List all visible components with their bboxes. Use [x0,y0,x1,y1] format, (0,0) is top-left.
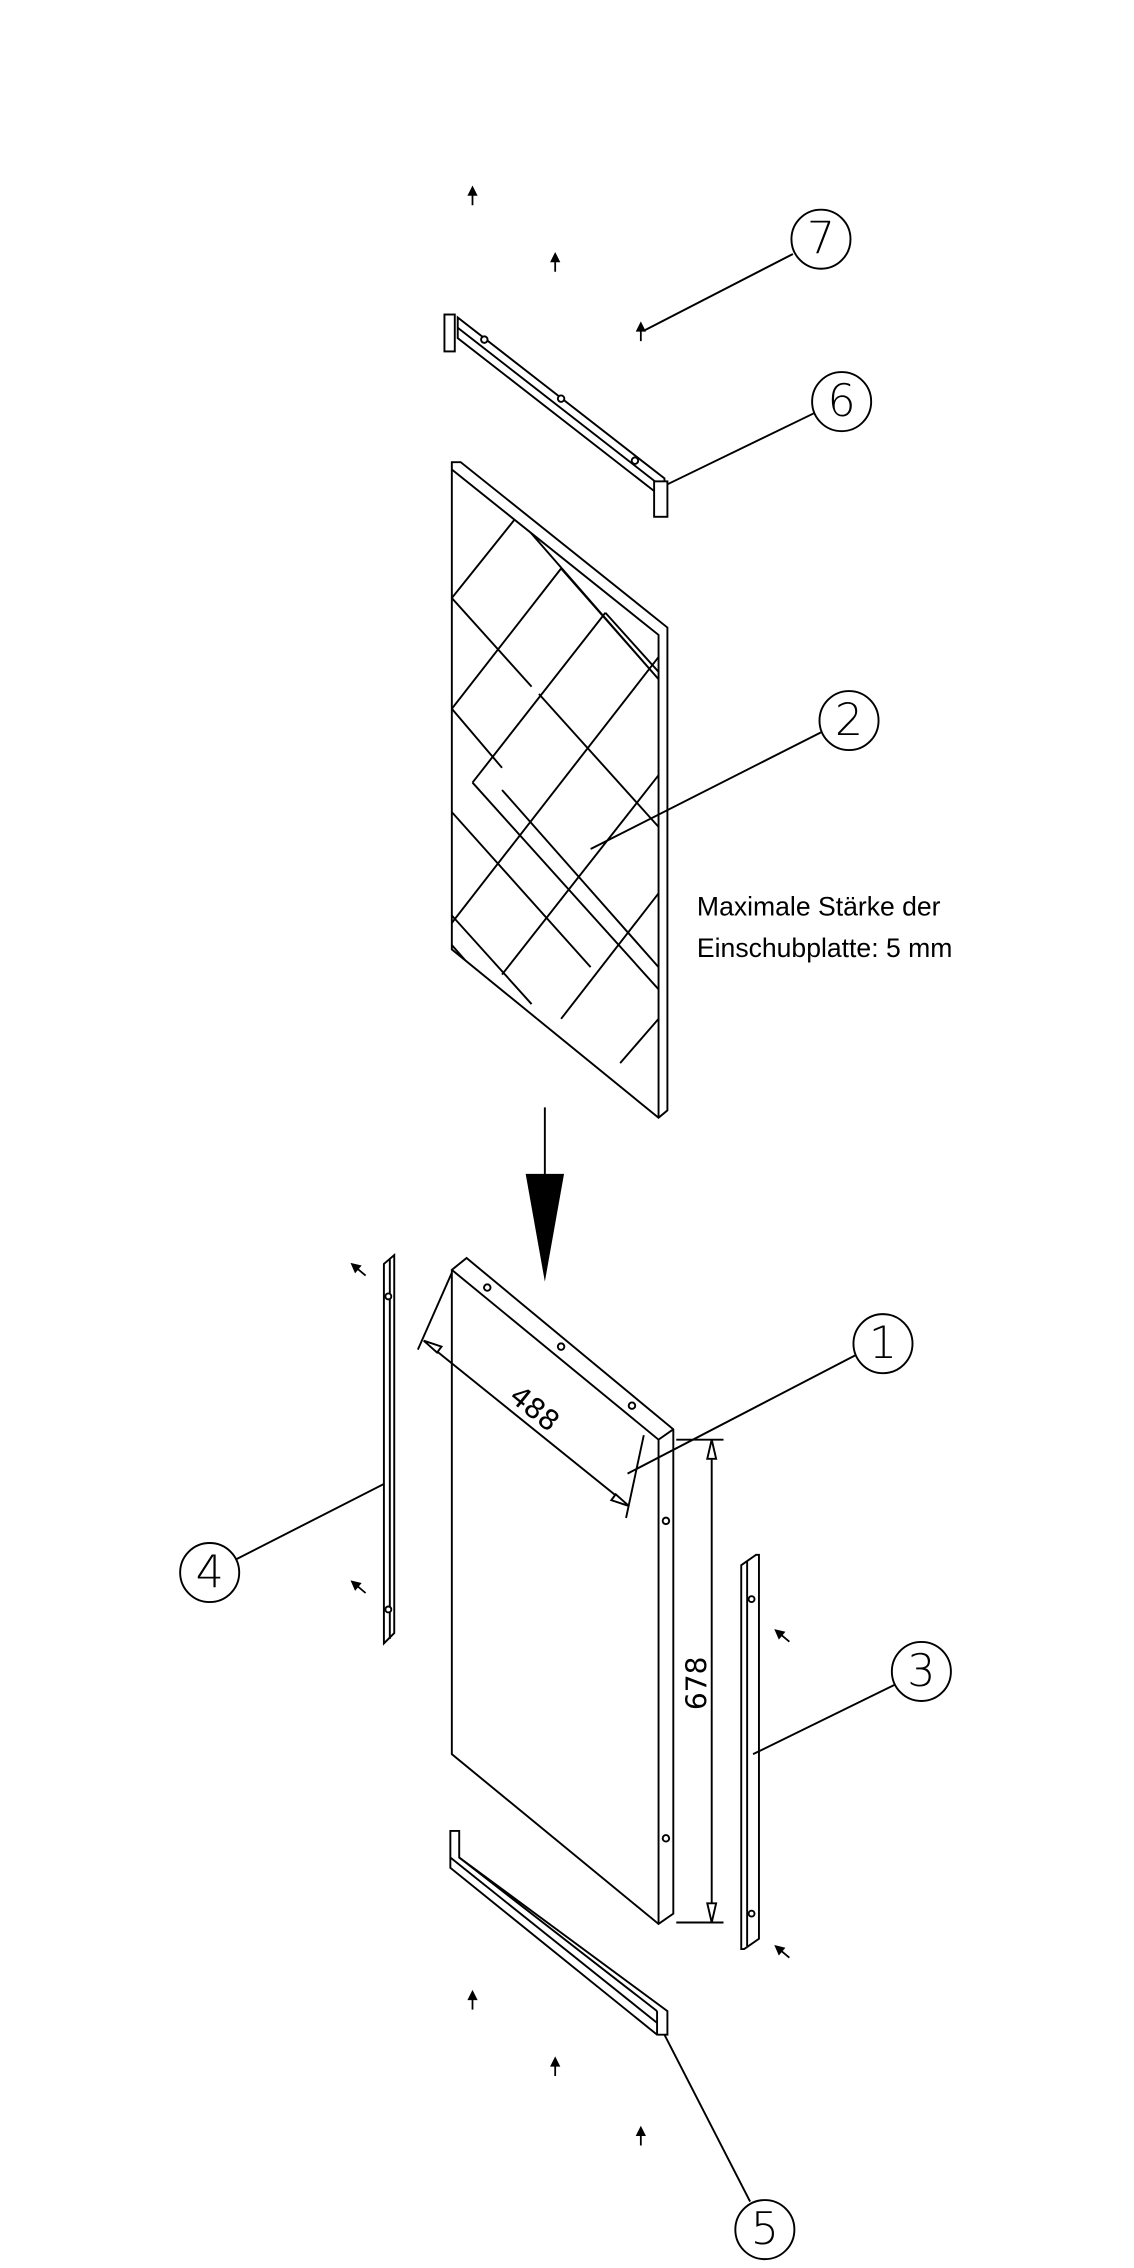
screw-icon [772,1942,793,1962]
callout-2: 2 [590,690,880,850]
callout-label: 1 [869,1318,897,1369]
callout-label: 7 [807,214,835,265]
screw-icon [550,2057,560,2077]
screw-icon [467,186,478,207]
screw-icon [636,322,646,342]
top-rail-part-6 [443,313,669,518]
note-line-2: Einschubplatte: 5 mm [697,933,952,963]
callout-label: 3 [907,1646,935,1697]
screw-icon [772,1626,793,1646]
callout-7: 7 [643,208,852,332]
screw-icon [636,2126,646,2147]
insert-direction-arrow-icon [525,1107,565,1282]
right-rail-part-3 [740,1553,760,1951]
callout-label: 5 [751,2204,779,2255]
callout-5: 5 [663,2034,796,2261]
bottom-rail-part-5 [449,1829,669,2036]
screw-icon [348,1577,369,1597]
dimension-height-label: 678 [680,1657,713,1711]
callout-label: 2 [835,695,863,746]
dimension-height: 678 [676,1438,724,1924]
insert-panel-part-2 [450,461,669,1120]
frame-panel-part-1 [450,1256,675,1926]
screw-icon [550,253,560,273]
screw-icon [467,1990,478,2011]
note-line-1: Maximale Stärke der [697,891,941,921]
callout-3: 3 [752,1640,952,1756]
callout-label: 6 [828,376,856,427]
callout-4: 4 [179,1483,385,1604]
left-rail-part-4 [382,1252,396,1646]
callout-label: 4 [196,1547,224,1598]
callout-1: 1 [627,1313,914,1475]
screw-icon [348,1260,369,1280]
callout-6: 6 [666,371,873,486]
